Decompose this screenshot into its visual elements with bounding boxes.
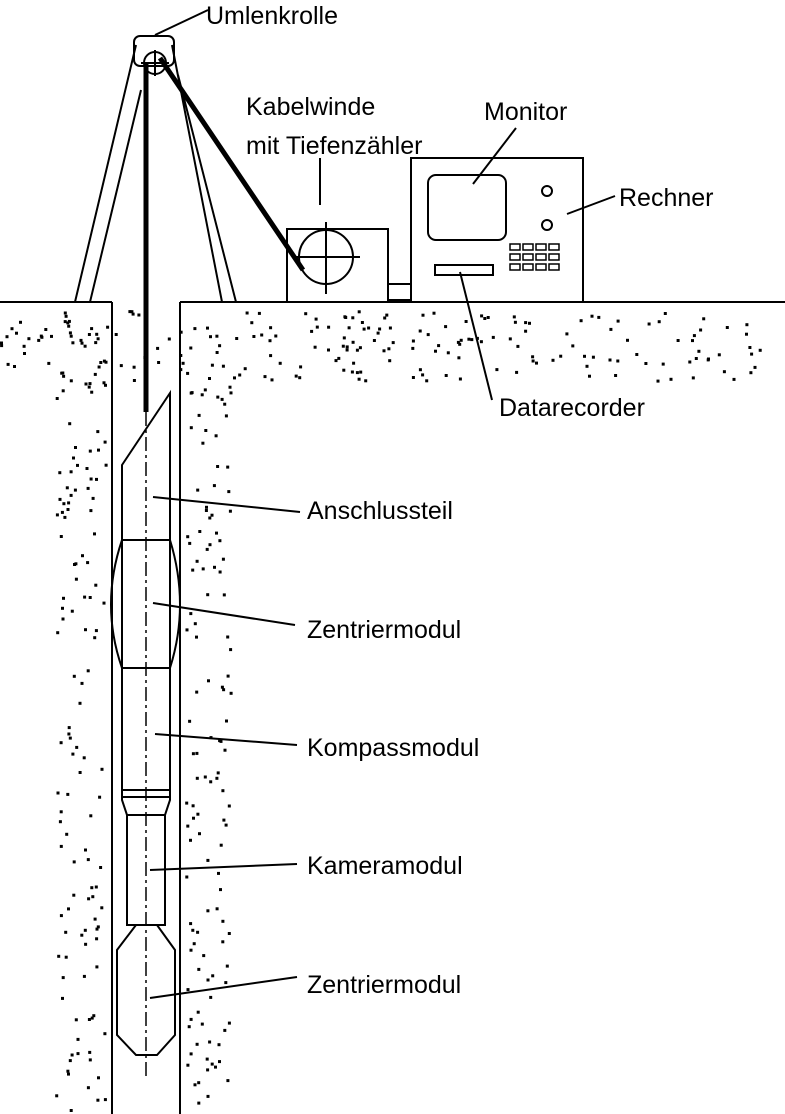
label-centering-bottom: Zentriermodul	[307, 971, 461, 999]
ground	[0, 301, 785, 1112]
label-monitor: Monitor	[484, 98, 567, 126]
borehole-probe	[110, 389, 181, 1078]
centering-module-bottom	[116, 924, 176, 1056]
label-computer: Rechner	[619, 184, 714, 212]
label-recorder: Datarecorder	[499, 394, 645, 422]
cable-winch	[286, 222, 389, 303]
label-winch-line2: mit Tiefenzähler	[246, 132, 422, 160]
knob-icon	[541, 219, 553, 231]
recorder-slot	[434, 264, 494, 276]
label-winch-line1: Kabelwinde	[246, 93, 375, 121]
winch-connector	[387, 283, 412, 301]
label-centering-top: Zentriermodul	[307, 616, 461, 644]
label-camera: Kameramodul	[307, 852, 463, 880]
knob-icon	[541, 185, 553, 197]
leader-lines	[149, 9, 616, 999]
soil-texture	[0, 310, 762, 1112]
keypad-icon	[509, 243, 560, 271]
label-pulley: Umlenkrolle	[206, 2, 338, 30]
monitor-screen	[427, 174, 507, 241]
label-compass: Kompassmodul	[307, 734, 479, 762]
borehole	[111, 302, 181, 1114]
label-connector: Anschlussteil	[307, 497, 453, 525]
computer-console	[410, 157, 584, 303]
cable	[143, 56, 306, 412]
